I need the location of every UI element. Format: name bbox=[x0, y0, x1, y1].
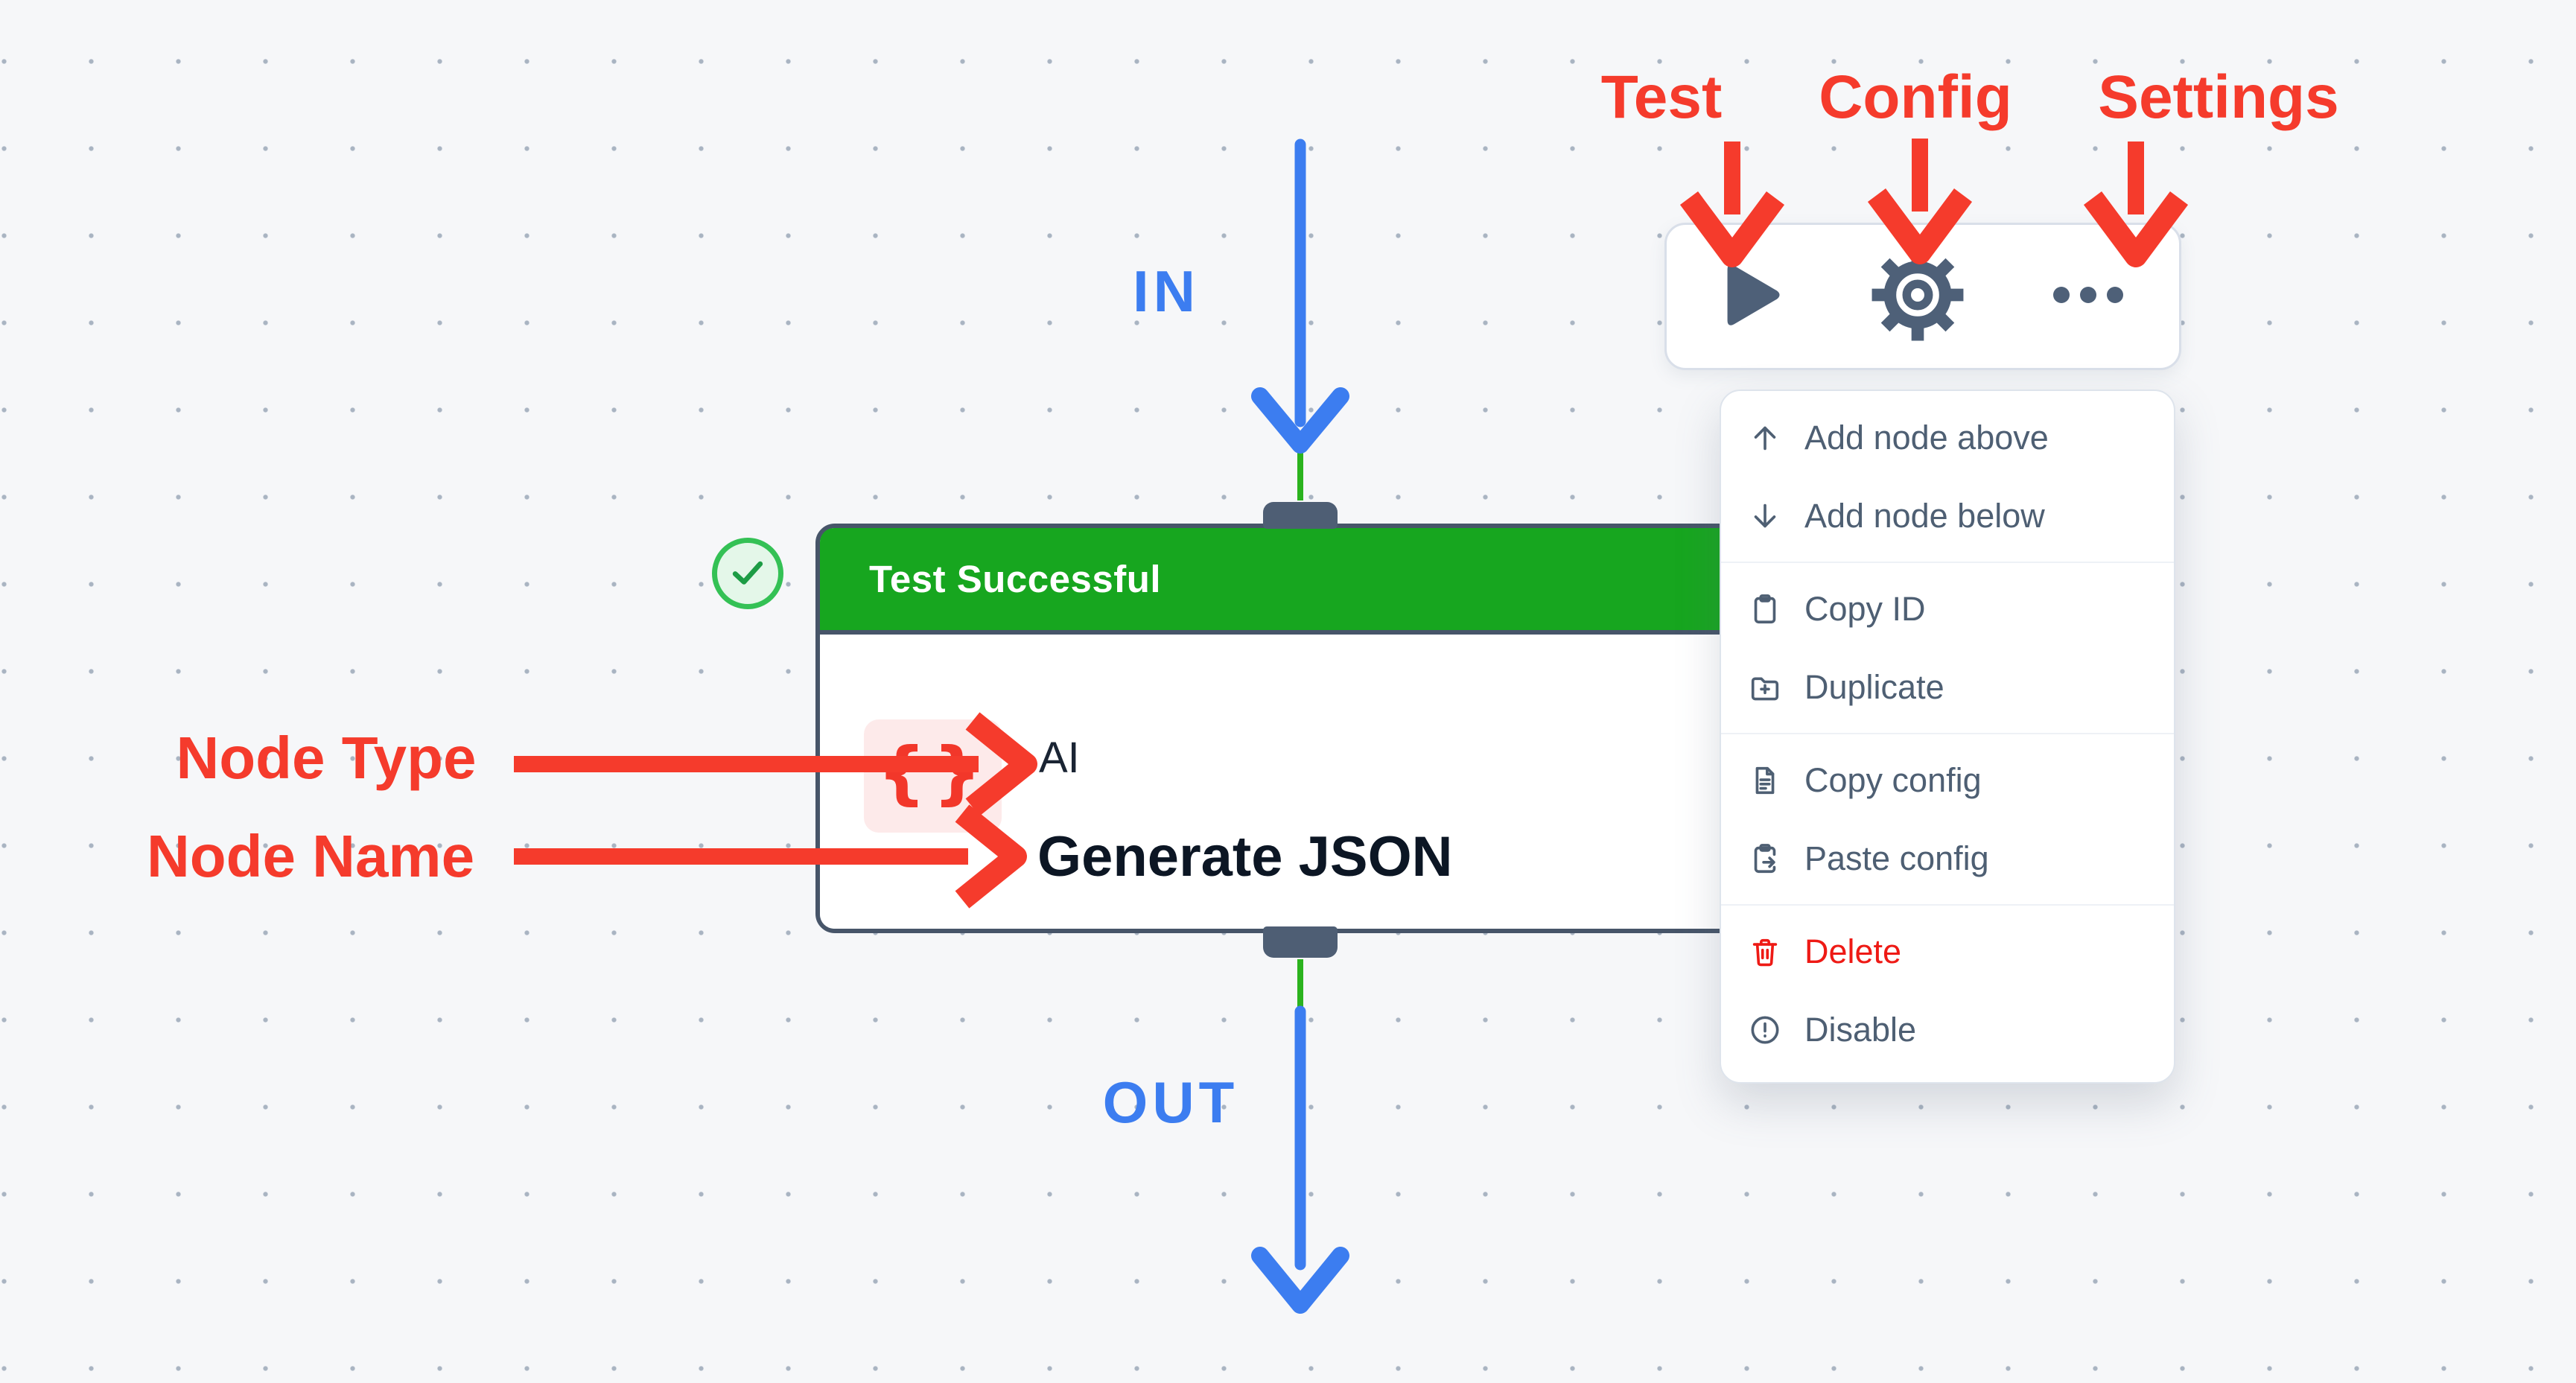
folder-plus-icon bbox=[1748, 670, 1782, 705]
menu-item-label: Copy ID bbox=[1804, 589, 1926, 628]
menu-item-add-node-below[interactable]: Add node below bbox=[1721, 477, 2174, 555]
annotation-node-name-label: Node Name bbox=[146, 823, 475, 889]
flow-out-label: OUT bbox=[1102, 1069, 1239, 1135]
menu-item-add-node-above[interactable]: Add node above bbox=[1721, 398, 2174, 477]
flow-in-label: IN bbox=[1133, 258, 1200, 324]
menu-item-duplicate[interactable]: Duplicate bbox=[1721, 648, 2174, 726]
menu-item-label: Duplicate bbox=[1804, 667, 1944, 706]
node-type-label: AI bbox=[1039, 734, 1080, 782]
flow-in-arrow bbox=[1251, 139, 1349, 454]
node-type-glyph: {} bbox=[877, 732, 988, 813]
menu-item-label: Add node above bbox=[1804, 418, 2049, 457]
node-status-header: Test Successful bbox=[820, 528, 1779, 635]
clipboard-icon bbox=[1748, 592, 1782, 626]
annotation-settings-label: Settings bbox=[2098, 63, 2339, 131]
curly-braces-icon: {} bbox=[864, 719, 1002, 833]
trash-icon bbox=[1748, 935, 1782, 969]
input-connector-handle[interactable] bbox=[1263, 502, 1338, 529]
context-menu: Add node above Add node below Copy ID bbox=[1720, 390, 2175, 1084]
menu-item-disable[interactable]: Disable bbox=[1721, 991, 2174, 1069]
play-icon bbox=[1722, 262, 1783, 331]
test-run-button[interactable] bbox=[1722, 262, 1783, 331]
arrow-up-icon bbox=[1748, 421, 1782, 455]
ellipsis-icon bbox=[2052, 286, 2124, 308]
node-status-label: Test Successful bbox=[869, 558, 1162, 600]
menu-item-label: Disable bbox=[1804, 1010, 1917, 1049]
node-toolbar bbox=[1664, 223, 2181, 370]
flow-out-arrow bbox=[1251, 1005, 1349, 1314]
menu-item-paste-config[interactable]: Paste config bbox=[1721, 819, 2174, 897]
annotation-node-type-label: Node Type bbox=[176, 725, 477, 791]
menu-divider bbox=[1721, 733, 2174, 734]
output-connector-handle[interactable] bbox=[1263, 926, 1338, 958]
menu-item-label: Paste config bbox=[1804, 839, 1989, 877]
menu-item-label: Copy config bbox=[1804, 760, 1982, 799]
more-options-button[interactable] bbox=[2052, 286, 2124, 308]
arrow-down-icon bbox=[1748, 499, 1782, 533]
gear-icon bbox=[1870, 247, 1965, 346]
menu-item-copy-id[interactable]: Copy ID bbox=[1721, 570, 2174, 648]
menu-divider bbox=[1721, 904, 2174, 906]
menu-item-delete[interactable]: Delete bbox=[1721, 912, 2174, 991]
menu-divider bbox=[1721, 562, 2174, 563]
node-name-label: Generate JSON bbox=[1037, 825, 1453, 888]
config-button[interactable] bbox=[1870, 247, 1965, 346]
clipboard-arrow-icon bbox=[1748, 842, 1782, 876]
menu-item-label: Add node below bbox=[1804, 496, 2045, 535]
test-success-badge bbox=[712, 538, 783, 609]
menu-item-label: Delete bbox=[1804, 932, 1902, 970]
alert-circle-icon bbox=[1748, 1013, 1782, 1047]
check-icon bbox=[716, 541, 779, 607]
menu-item-copy-config[interactable]: Copy config bbox=[1721, 741, 2174, 819]
file-text-icon bbox=[1748, 763, 1782, 798]
annotation-test-label: Test bbox=[1600, 63, 1723, 131]
annotation-config-label: Config bbox=[1819, 63, 2012, 131]
